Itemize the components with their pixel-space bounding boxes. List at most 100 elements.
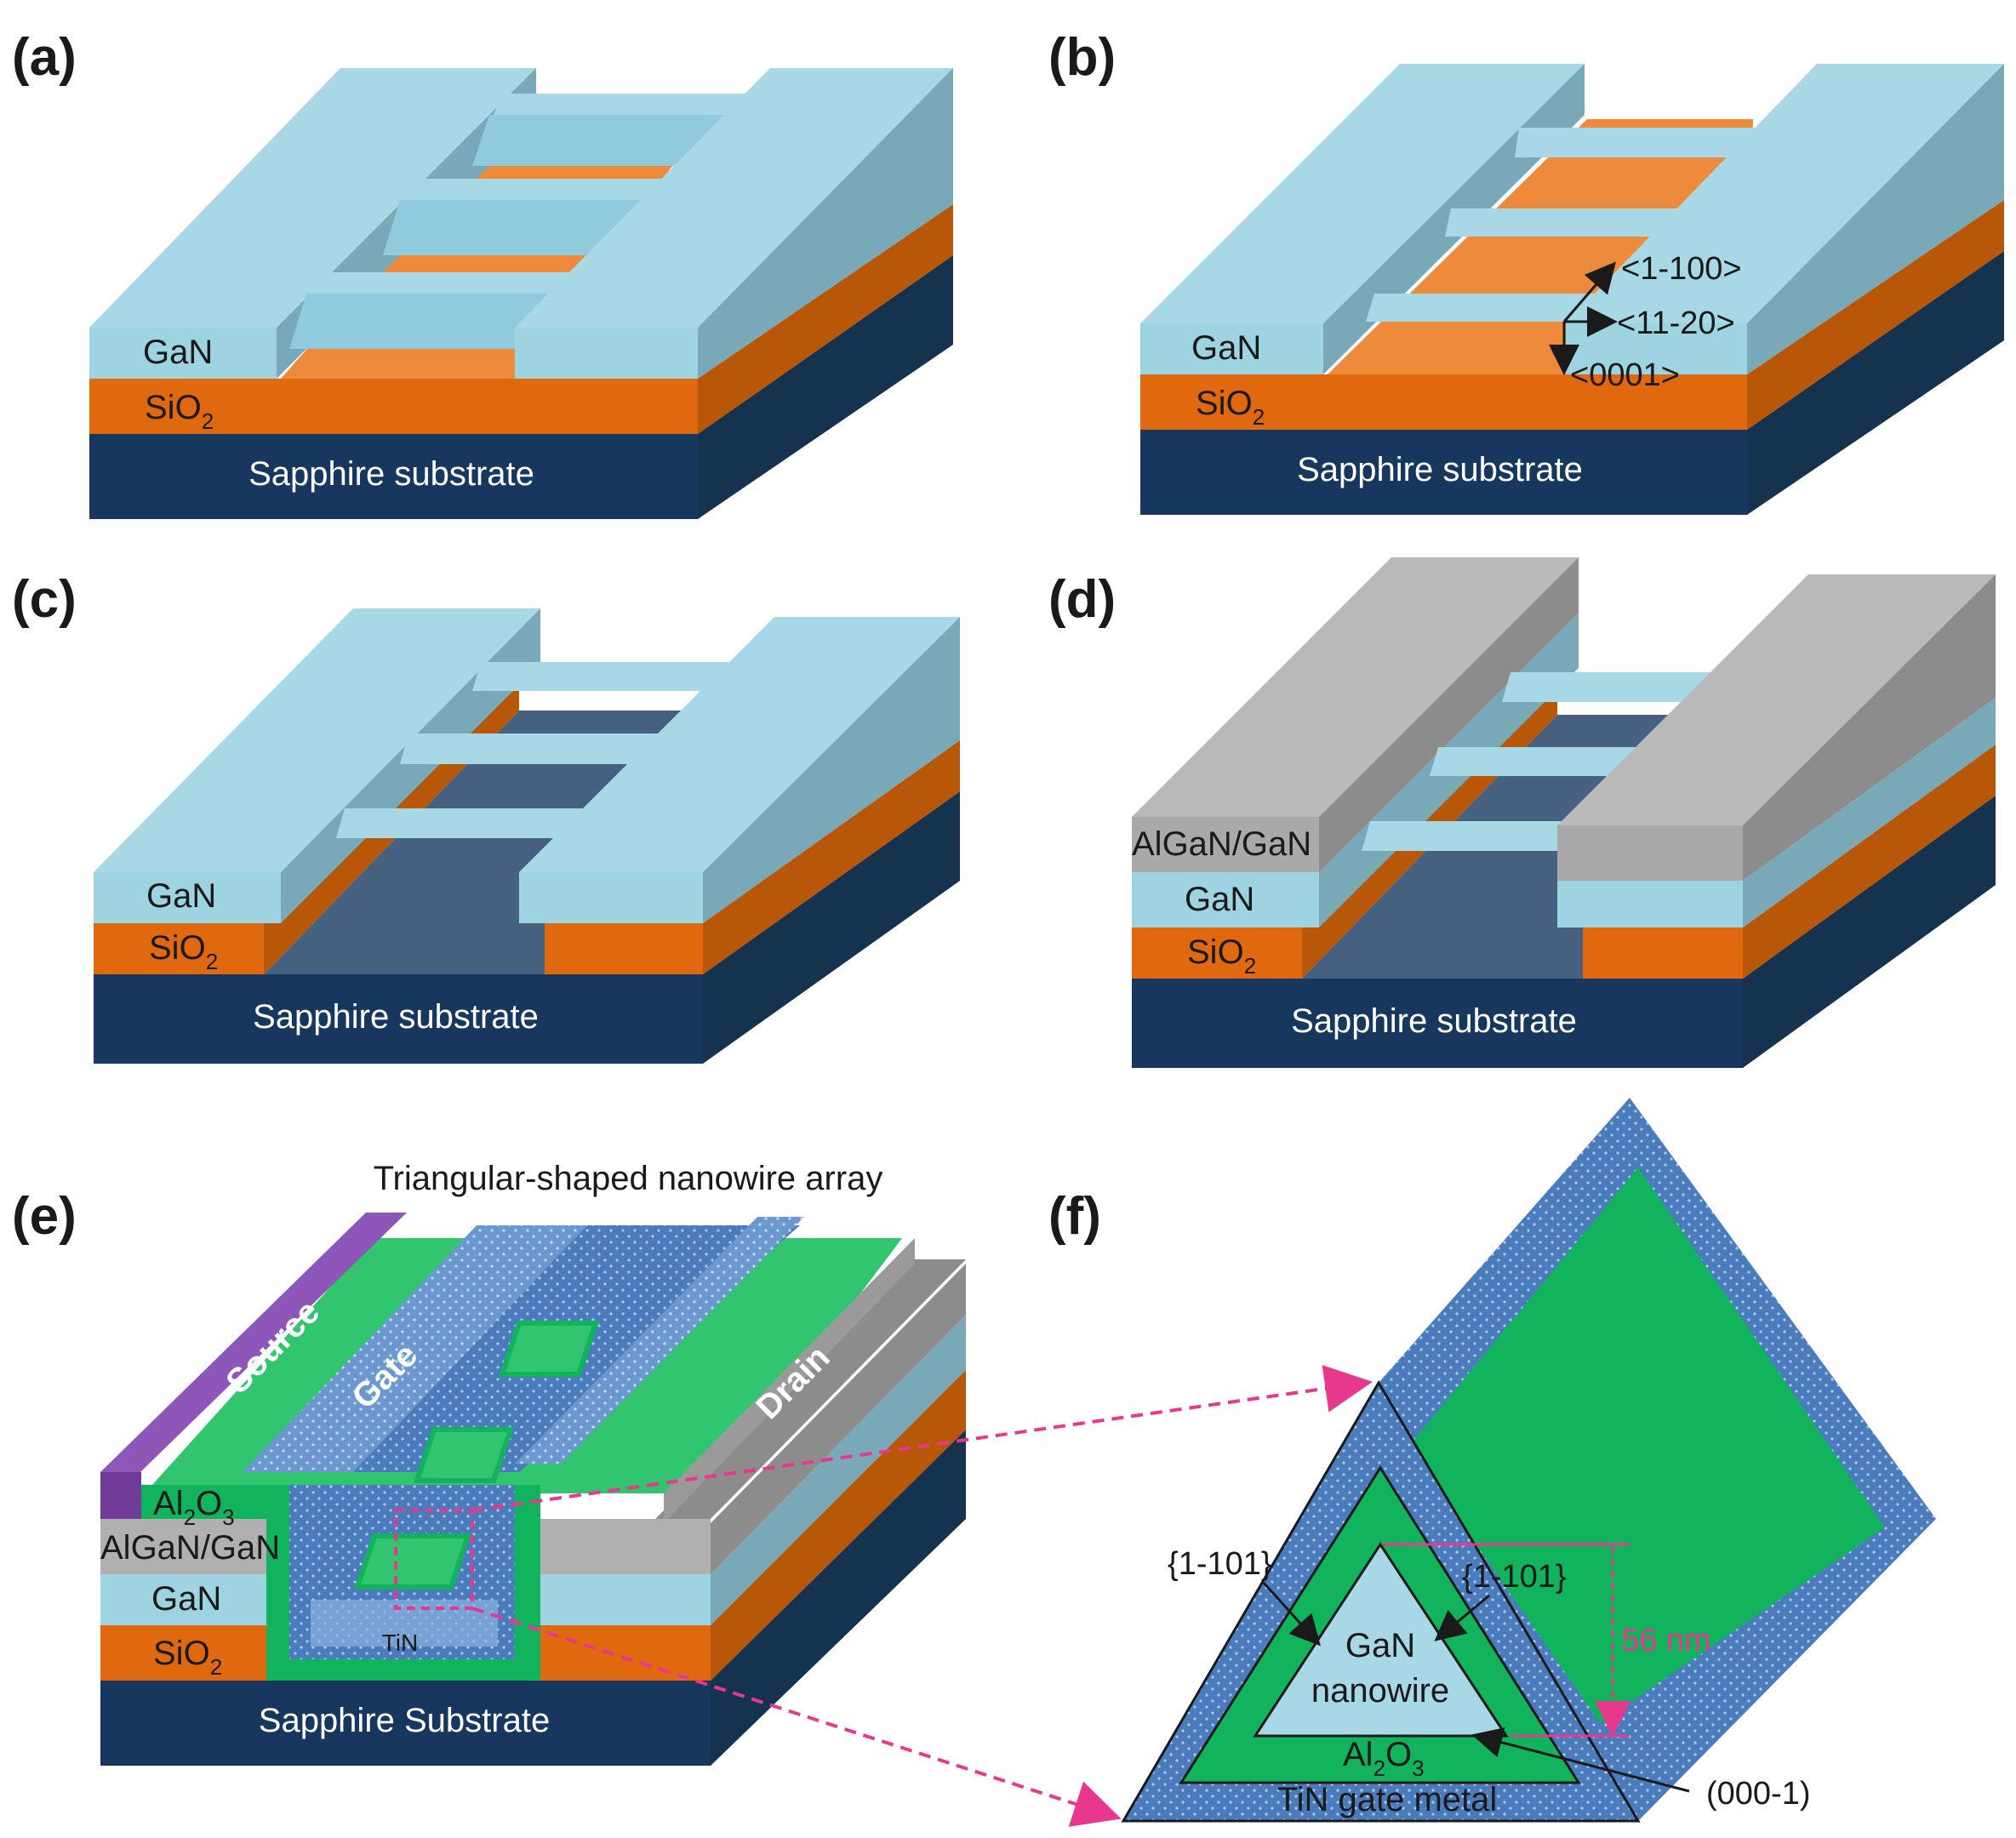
panel-f-facet-right-label: {1-101} (1462, 1559, 1567, 1595)
panel-f-gan-label-1: GaN (1345, 1627, 1415, 1664)
panel-d-algan-right-top (1557, 574, 1996, 825)
panel-f-prism-green (1408, 1167, 1885, 1723)
magnify-arrow-upper (471, 1365, 1373, 1512)
panel-f-tin-label: TiN gate metal (1277, 1781, 1498, 1818)
panel-b-axis-1-label: <1-100> (1621, 251, 1742, 287)
panel-e-gan-side (711, 1315, 966, 1625)
panel-a-gan-right-side (698, 68, 953, 379)
panel-b-substrate-label: Sapphire substrate (1297, 451, 1583, 488)
panel-b-bridge-1 (1515, 128, 1766, 157)
panel-e-algan-right-front (528, 1519, 711, 1574)
panel-b-bridge-2 (1445, 208, 1693, 237)
panel-c-bridge-3 (336, 808, 600, 838)
panel-e-al2o3-trench-liner (266, 1485, 540, 1681)
panel-d: (d) AlGaN/GaN GaN SiO2 Sapphire substrat… (1048, 557, 1996, 1068)
panel-e-substrate-label: Sapphire Substrate (259, 1702, 550, 1739)
panel-e-title: Triangular-shaped nanowire array (374, 1160, 883, 1197)
panel-d-gan-right-front (1557, 881, 1743, 928)
panel-c-gan-left-front (94, 872, 281, 923)
panel-e-nanowire-3 (353, 1533, 472, 1590)
panel-a-bridge-3-top (311, 272, 600, 294)
panel-d-substrate-label: Sapphire substrate (1291, 1002, 1577, 1040)
panel-c-substrate-label: Sapphire substrate (253, 998, 539, 1036)
panel-c-sio2-left-front (94, 923, 264, 974)
panel-e-sio2-left-front (100, 1625, 266, 1681)
panel-c: (c) GaN SiO2 Sapphire substrate (12, 570, 960, 1064)
panel-a-bridge-1-front (472, 115, 749, 166)
panel-e-sio2-label: SiO2 (153, 1635, 222, 1680)
panel-c-bridge-2 (400, 733, 664, 764)
panel-e-gan-label: GaN (151, 1580, 221, 1618)
panel-d-algan-right-side (1743, 574, 1996, 881)
panel-b-gan-left-top (1140, 64, 1585, 323)
panel-d-algan-label: AlGaN/GaN (1132, 825, 1311, 863)
panel-e-sapphire-side (711, 1430, 966, 1766)
panel-c-gan-right-top (519, 617, 960, 872)
panel-b-axis-1-arrow (1562, 261, 1616, 323)
panel-b-sio2-front (1140, 374, 1747, 430)
panel-c-bridge-1 (472, 662, 736, 691)
panel-e-sio2-right-front (540, 1625, 711, 1681)
panel-e-gan-left-front (100, 1574, 283, 1625)
panel-a-substrate-label: Sapphire substrate (248, 455, 534, 493)
panel-e-al2o3-label: Al2O3 (153, 1485, 235, 1530)
panel-c-sapphire-side (703, 791, 960, 1064)
panel-c-sio2-right-front (545, 923, 703, 974)
panel-c-gan-right-side (703, 617, 960, 923)
panel-d-gan-left-front (1132, 872, 1319, 928)
panel-e-algan-side (711, 1264, 966, 1574)
panel-e-gan-right-front (528, 1574, 711, 1625)
panel-d-algan-left-side (1319, 557, 1579, 872)
panel-b-sapphire-side (1747, 251, 2004, 515)
panel-b-gan-right-top (1566, 64, 2004, 323)
panel-d-sio2-left-front (1132, 928, 1302, 979)
panel-f-label: (f) (1048, 1187, 1101, 1246)
panel-d-sio2-label: SiO2 (1187, 933, 1256, 979)
panel-f-bottom-facet-arrow (1471, 1727, 1690, 1793)
panel-b-gan-left-front (1140, 323, 1323, 374)
panel-d-gan-label: GaN (1185, 881, 1254, 918)
panel-a-sio2-label: SiO2 (145, 389, 214, 434)
panel-a-bridge-2-top (404, 179, 672, 200)
panel-a-gan-label: GaN (143, 334, 213, 371)
panel-f-al2o3-label: Al2O3 (1343, 1736, 1425, 1781)
panel-a-gan-right-front (515, 328, 698, 379)
panel-c-gan-label: GaN (146, 877, 216, 915)
panel-d-sapphire-side (1743, 796, 1996, 1068)
panel-e-al2o3-left-front (141, 1485, 290, 1519)
panel-b-sapphire-front (1140, 430, 1747, 515)
panel-c-sio2-label: SiO2 (149, 929, 218, 974)
panel-f-facet-left-arrow (1262, 1581, 1322, 1647)
panel-e-gate-top (243, 1225, 587, 1472)
panel-a: (a) GaN SiO2 Sapphire substrate (12, 28, 953, 519)
panel-a-sio2-side (698, 204, 953, 434)
panel-b-axis-2-label: <11-20> (1617, 305, 1735, 341)
panel-a-sapphire-side (698, 255, 953, 519)
panel-d-label: (d) (1048, 570, 1116, 629)
panel-e-nanowire-2 (413, 1427, 515, 1483)
panel-e-tin-label: TiN (382, 1630, 419, 1656)
panel-c-label: (c) (12, 570, 77, 629)
panel-e-sapphire-front (100, 1681, 711, 1766)
panel-a-gan-left-top (89, 68, 536, 328)
panel-a-gan-right-top (515, 68, 953, 328)
panel-e: (e) Triangular-shaped nanowire array (12, 1160, 966, 1766)
panel-d-algan-left-top (1132, 557, 1579, 817)
panel-b-label: (b) (1048, 28, 1116, 87)
panel-e-drain-slope (664, 1238, 915, 1523)
panel-d-gan-right-side (1743, 698, 1996, 928)
panel-b-gan-right-side (1747, 64, 2004, 374)
panel-a-bridge-1-top (494, 94, 749, 115)
panel-d-sio2-right-front (1583, 928, 1743, 979)
panel-f-facet-left-label: {1-101} (1168, 1546, 1272, 1582)
panel-e-algan-left-front (100, 1519, 283, 1574)
panel-a-gan-left-front (89, 328, 277, 379)
panel-f-facet-right-arrow (1434, 1594, 1490, 1641)
panel-d-algan-right-front (1557, 825, 1743, 881)
panel-a-sapphire-front (89, 434, 698, 519)
panel-b-axis-3-label: <0001> (1570, 357, 1680, 393)
panel-e-algan-label: AlGaN/GaN (100, 1529, 280, 1567)
panel-d-sapphire-front (1132, 979, 1743, 1068)
panel-b-bridge-3 (1366, 294, 1621, 322)
